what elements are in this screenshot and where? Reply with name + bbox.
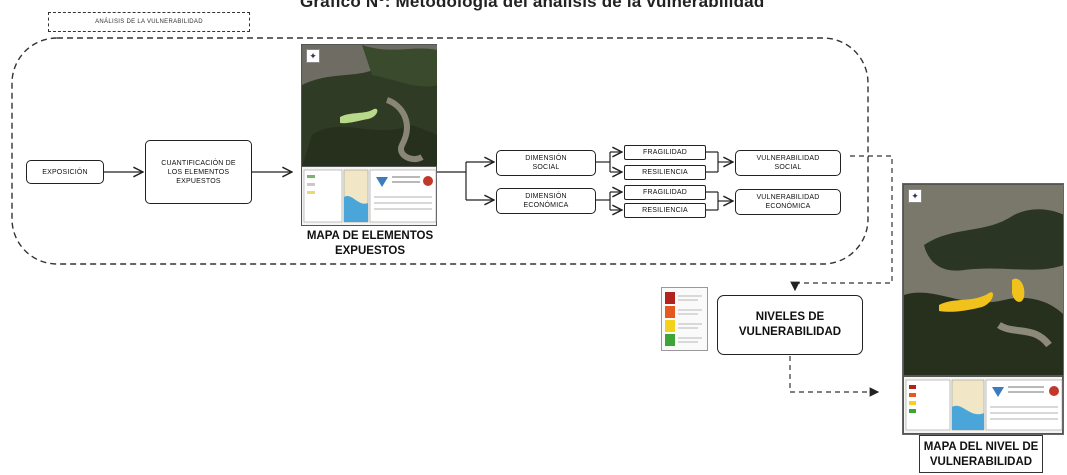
fragilidad-social-box: FRAGILIDAD bbox=[624, 145, 706, 160]
vulnerability-level-map-label: MAPA DEL NIVEL DE VULNERABILIDAD bbox=[919, 435, 1043, 473]
resiliencia-social-label: RESILIENCIA bbox=[642, 169, 688, 176]
dimension-economica-label: DIMENSIÓN ECONÓMICA bbox=[523, 193, 569, 209]
fragilidad-economica-box: FRAGILIDAD bbox=[624, 185, 706, 200]
dimension-economica-box: DIMENSIÓN ECONÓMICA bbox=[496, 188, 596, 214]
vulnerabilidad-economica-label: VULNERABILIDAD ECONÓMICA bbox=[756, 194, 820, 210]
vulnerability-color-legend bbox=[661, 287, 708, 351]
fragilidad-economica-label: FRAGILIDAD bbox=[642, 189, 687, 196]
legend-swatch-low bbox=[665, 334, 675, 346]
section-tag: ANÁLISIS DE LA VULNERABILIDAD bbox=[48, 12, 250, 32]
vulnerabilidad-economica-box: VULNERABILIDAD ECONÓMICA bbox=[735, 189, 841, 215]
final-map-compass-icon: ✦ bbox=[908, 189, 922, 203]
legend-swatch-medium bbox=[665, 320, 675, 332]
fragilidad-social-label: FRAGILIDAD bbox=[642, 149, 687, 156]
legend-swatch-very-high bbox=[665, 292, 675, 304]
cuantificacion-box: CUANTIFICACIÓN DE LOS ELEMENTOS EXPUESTO… bbox=[145, 140, 252, 204]
niveles-vulnerabilidad-box: NIVELES DE VULNERABILIDAD bbox=[717, 295, 863, 355]
resiliencia-economica-label: RESILIENCIA bbox=[642, 207, 688, 214]
map-legend-panel bbox=[301, 166, 437, 226]
compass-icon: ✦ bbox=[306, 49, 320, 63]
niveles-vulnerabilidad-label: NIVELES DE VULNERABILIDAD bbox=[738, 311, 842, 338]
exposed-elements-map-label: MAPA DE ELEMENTOS EXPUESTOS bbox=[306, 230, 434, 257]
final-map-legend-panel bbox=[903, 376, 1063, 434]
exposicion-box: EXPOSICIÓN bbox=[26, 160, 104, 184]
map-satellite-view: ✦ bbox=[301, 44, 437, 167]
cuantificacion-label: CUANTIFICACIÓN DE LOS ELEMENTOS EXPUESTO… bbox=[161, 159, 236, 185]
vulnerabilidad-social-label: VULNERABILIDAD SOCIAL bbox=[756, 155, 820, 171]
dimension-social-box: DIMENSIÓN SOCIAL bbox=[496, 150, 596, 176]
exposed-elements-map: ✦ bbox=[301, 44, 437, 226]
resiliencia-economica-box: RESILIENCIA bbox=[624, 203, 706, 218]
diagram-title: Gráfico Nº: Metodología del análisis de … bbox=[300, 0, 765, 11]
vulnerability-level-map: ✦ bbox=[902, 183, 1064, 435]
exposicion-label: EXPOSICIÓN bbox=[42, 168, 88, 176]
vulnerabilidad-social-box: VULNERABILIDAD SOCIAL bbox=[735, 150, 841, 176]
dimension-social-label: DIMENSIÓN SOCIAL bbox=[525, 155, 567, 171]
vulnerability-analysis-frame bbox=[11, 37, 869, 265]
final-map-satellite-view: ✦ bbox=[903, 184, 1063, 376]
legend-swatch-high bbox=[665, 306, 675, 318]
resiliencia-social-box: RESILIENCIA bbox=[624, 165, 706, 180]
